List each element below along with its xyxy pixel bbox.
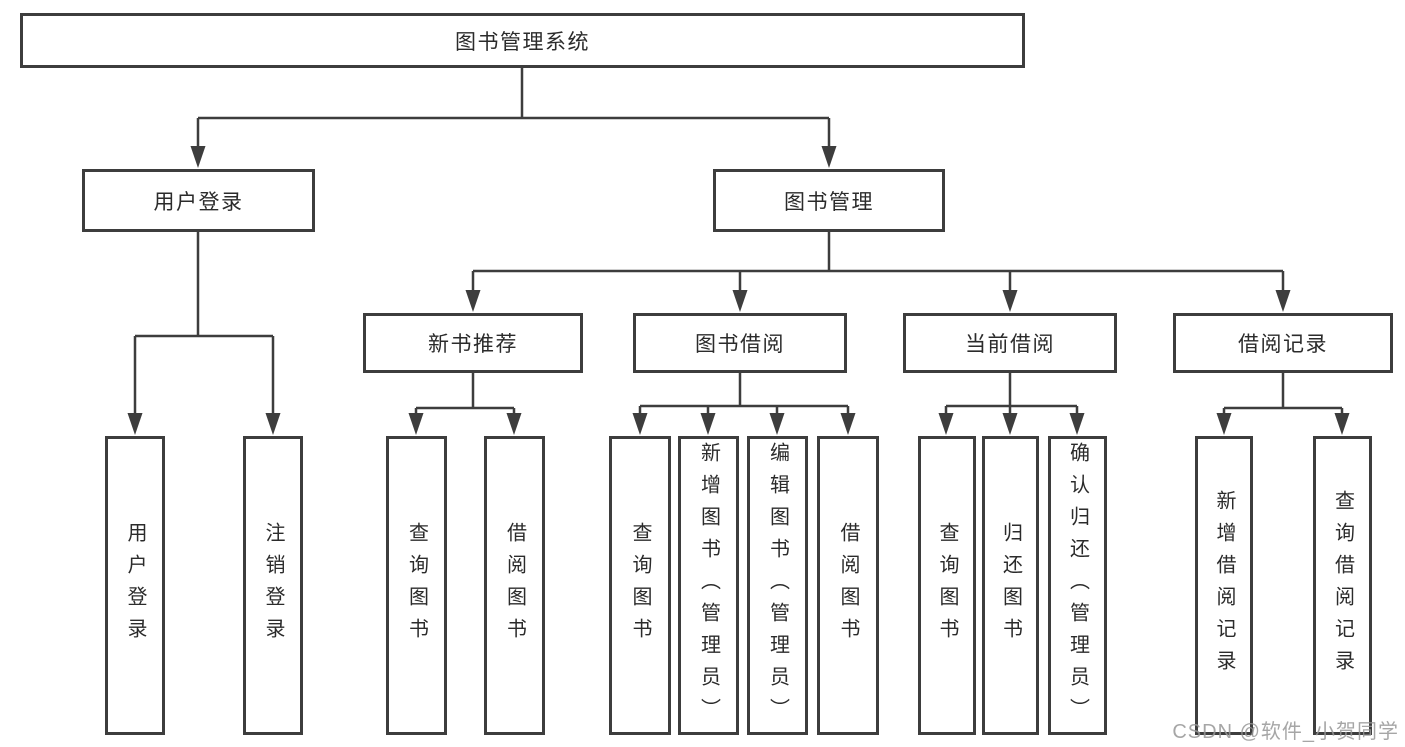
arrowhead <box>821 146 837 168</box>
node-root-system: 图书管理系统 <box>20 13 1025 68</box>
arrowhead <box>938 413 954 435</box>
node-label: 查询图书 <box>936 521 958 650</box>
arrowhead <box>1069 413 1085 435</box>
node-user-login: 用户登录 <box>82 169 315 232</box>
connector-user-login-to-leaves <box>133 232 275 418</box>
node-label: 借阅图书 <box>837 521 859 650</box>
arrowhead <box>408 413 424 435</box>
arrowhead <box>700 413 716 435</box>
leaf-user-login: 用户登录 <box>105 436 165 735</box>
connector-book-mgmt-to-level3 <box>471 232 1285 294</box>
node-label: 用户登录 <box>124 521 146 650</box>
arrowhead <box>1334 413 1350 435</box>
node-label: 新增图书（管理员） <box>697 441 720 730</box>
node-new-book-recommendation: 新书推荐 <box>363 313 583 373</box>
node-current-borrowing: 当前借阅 <box>903 313 1117 373</box>
node-label: 图书管理 <box>784 190 874 214</box>
node-label: 新增借阅记录 <box>1213 489 1235 682</box>
leaf-query-books-1: 查询图书 <box>386 436 447 735</box>
node-label: 图书借阅 <box>695 333 785 356</box>
arrowhead <box>769 413 785 435</box>
node-label: 借阅记录 <box>1238 333 1328 356</box>
node-label: 确认归还（管理员） <box>1066 441 1089 730</box>
arrowhead <box>632 413 648 435</box>
arrowhead <box>265 413 281 435</box>
leaf-logout: 注销登录 <box>243 436 303 735</box>
arrowhead <box>1002 413 1018 435</box>
leaf-query-books-2: 查询图书 <box>609 436 671 735</box>
node-label: 归还图书 <box>999 521 1022 650</box>
arrowhead <box>732 290 748 312</box>
leaf-add-borrow-record: 新增借阅记录 <box>1195 436 1253 735</box>
connector-new-book-to-leaves <box>414 373 516 418</box>
arrowhead <box>1216 413 1232 435</box>
arrowhead <box>1275 290 1291 312</box>
arrowhead <box>506 413 522 435</box>
leaf-add-books-admin: 新增图书（管理员） <box>678 436 739 735</box>
node-label: 用户登录 <box>153 190 244 214</box>
node-book-management: 图书管理 <box>713 169 945 232</box>
leaf-edit-books-admin: 编辑图书（管理员） <box>747 436 808 735</box>
node-label: 图书管理系统 <box>455 30 590 54</box>
leaf-query-books-3: 查询图书 <box>918 436 976 735</box>
csdn-watermark: CSDN @软件_小贺同学 <box>1172 721 1399 743</box>
leaf-borrow-books-1: 借阅图书 <box>484 436 545 735</box>
arrowhead <box>127 413 143 435</box>
node-label: 查询图书 <box>629 521 651 650</box>
node-label: 查询图书 <box>405 521 428 650</box>
node-label: 当前借阅 <box>965 333 1055 356</box>
arrowhead <box>1002 290 1018 312</box>
connector-root-to-level2 <box>196 68 831 150</box>
leaf-return-books: 归还图书 <box>982 436 1039 735</box>
leaf-borrow-books-2: 借阅图书 <box>817 436 879 735</box>
node-label: 注销登录 <box>262 521 284 650</box>
leaf-confirm-return-admin: 确认归还（管理员） <box>1048 436 1107 735</box>
node-label: 新书推荐 <box>428 333 518 356</box>
node-book-borrowing: 图书借阅 <box>633 313 847 373</box>
node-label: 编辑图书（管理员） <box>766 441 789 730</box>
arrowhead <box>190 146 206 168</box>
connector-book-borrow-to-leaves <box>638 373 850 418</box>
node-label: 借阅图书 <box>503 521 526 650</box>
node-borrowing-records: 借阅记录 <box>1173 313 1393 373</box>
arrowheads <box>127 146 1350 435</box>
arrowhead <box>840 413 856 435</box>
node-label: 查询借阅记录 <box>1331 489 1354 682</box>
arrowhead <box>465 290 481 312</box>
connector-records-to-leaves <box>1222 373 1344 418</box>
connector-current-borrow-to-leaves <box>944 373 1079 418</box>
leaf-query-borrow-record: 查询借阅记录 <box>1313 436 1372 735</box>
